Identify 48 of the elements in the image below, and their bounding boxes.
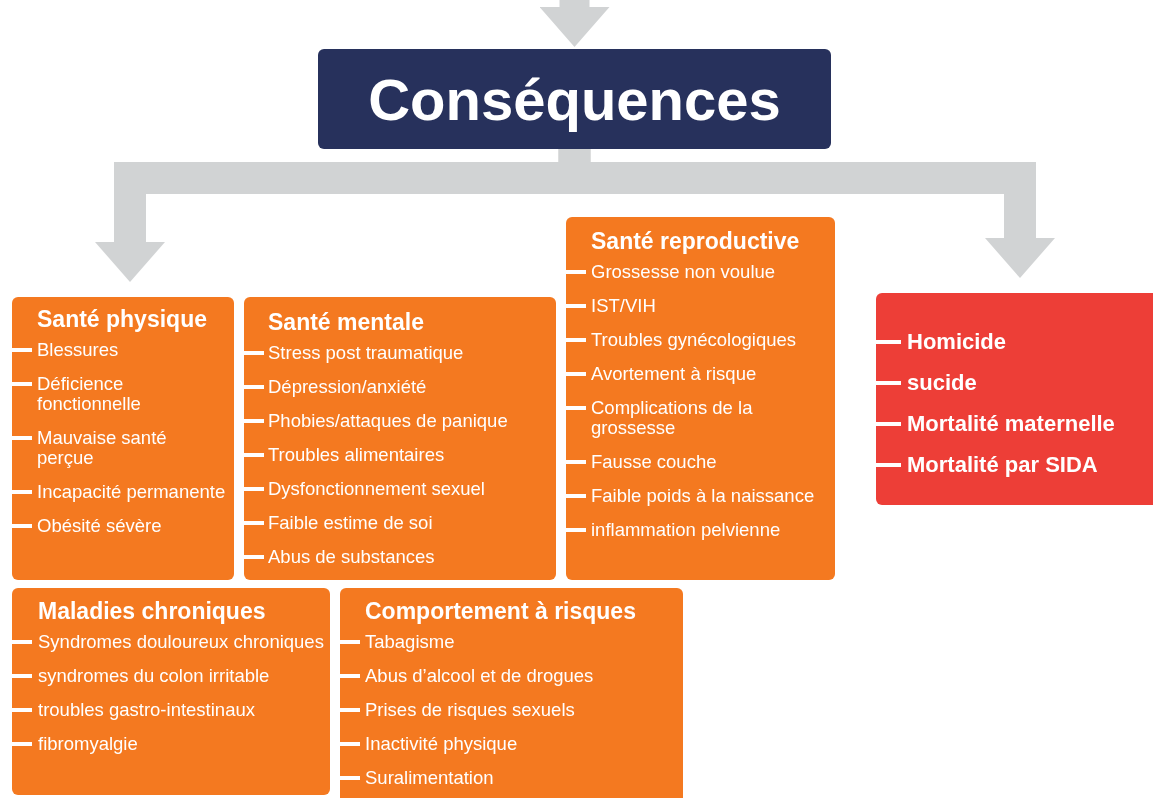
- list-item: Faible poids à la naissance: [591, 485, 815, 506]
- title-text: Conséquences: [368, 65, 781, 133]
- list-item: Dysfonctionnement sexuel: [268, 478, 485, 499]
- list-item: Phobies/attaques de panique: [268, 410, 508, 431]
- list-item: IST/VIH: [591, 295, 656, 316]
- list-item: Obésité sévère: [37, 515, 162, 536]
- list-item: Prises de risques sexuels: [365, 699, 575, 720]
- category-box: [12, 588, 330, 795]
- category-heading: Santé mentale: [268, 309, 425, 335]
- list-item: Avortement à risque: [591, 363, 757, 384]
- list-item: Mortalité maternelle: [907, 411, 1115, 436]
- list-item: Faible estime de soi: [268, 512, 433, 533]
- list-item: Dépression/anxiété: [268, 376, 427, 397]
- list-item: troubles gastro-intestinaux: [38, 699, 255, 720]
- category-heading: Maladies chroniques: [38, 598, 267, 624]
- list-item: Homicide: [907, 329, 1007, 354]
- list-item: Complications de la grossesse: [591, 397, 753, 438]
- list-item: Syndromes douloureux chroniques: [38, 631, 324, 652]
- list-item: Suralimentation: [365, 767, 494, 788]
- category-heading: Santé physique: [37, 306, 208, 332]
- list-item: Mauvaise santé perçue: [37, 427, 167, 468]
- arrow: [558, 149, 1055, 278]
- list-item: inflammation pelvienne: [591, 519, 781, 540]
- title-box: [318, 49, 831, 149]
- category-box: [244, 297, 556, 580]
- list-item: Incapacité permanente: [37, 481, 226, 502]
- list-item: Stress post traumatique: [268, 342, 464, 363]
- list-item: Déficience fonctionnelle: [37, 373, 141, 414]
- list-item: fibromyalgie: [38, 733, 138, 754]
- outcome-box: [876, 293, 1153, 505]
- category-box: [340, 588, 683, 798]
- category-heading: Comportement à risques: [365, 598, 637, 624]
- category-box: [12, 297, 234, 580]
- list-item: Troubles alimentaires: [268, 444, 445, 465]
- arrow: [539, 0, 610, 47]
- list-item: Tabagisme: [365, 631, 455, 652]
- category-heading: Santé reproductive: [591, 228, 801, 254]
- list-item: Grossesse non voulue: [591, 261, 776, 282]
- list-item: Blessures: [37, 339, 119, 360]
- list-item: Abus de substances: [268, 546, 435, 567]
- list-item: syndromes du colon irritable: [38, 665, 270, 686]
- list-item: Troubles gynécologiques: [591, 329, 796, 350]
- list-item: Mortalité par SIDA: [907, 452, 1098, 477]
- category-box: [566, 217, 835, 580]
- list-item: sucide: [907, 370, 977, 395]
- list-item: Abus d’alcool et de drogues: [365, 665, 594, 686]
- list-item: Fausse couche: [591, 451, 717, 472]
- list-item: Inactivité physique: [365, 733, 518, 754]
